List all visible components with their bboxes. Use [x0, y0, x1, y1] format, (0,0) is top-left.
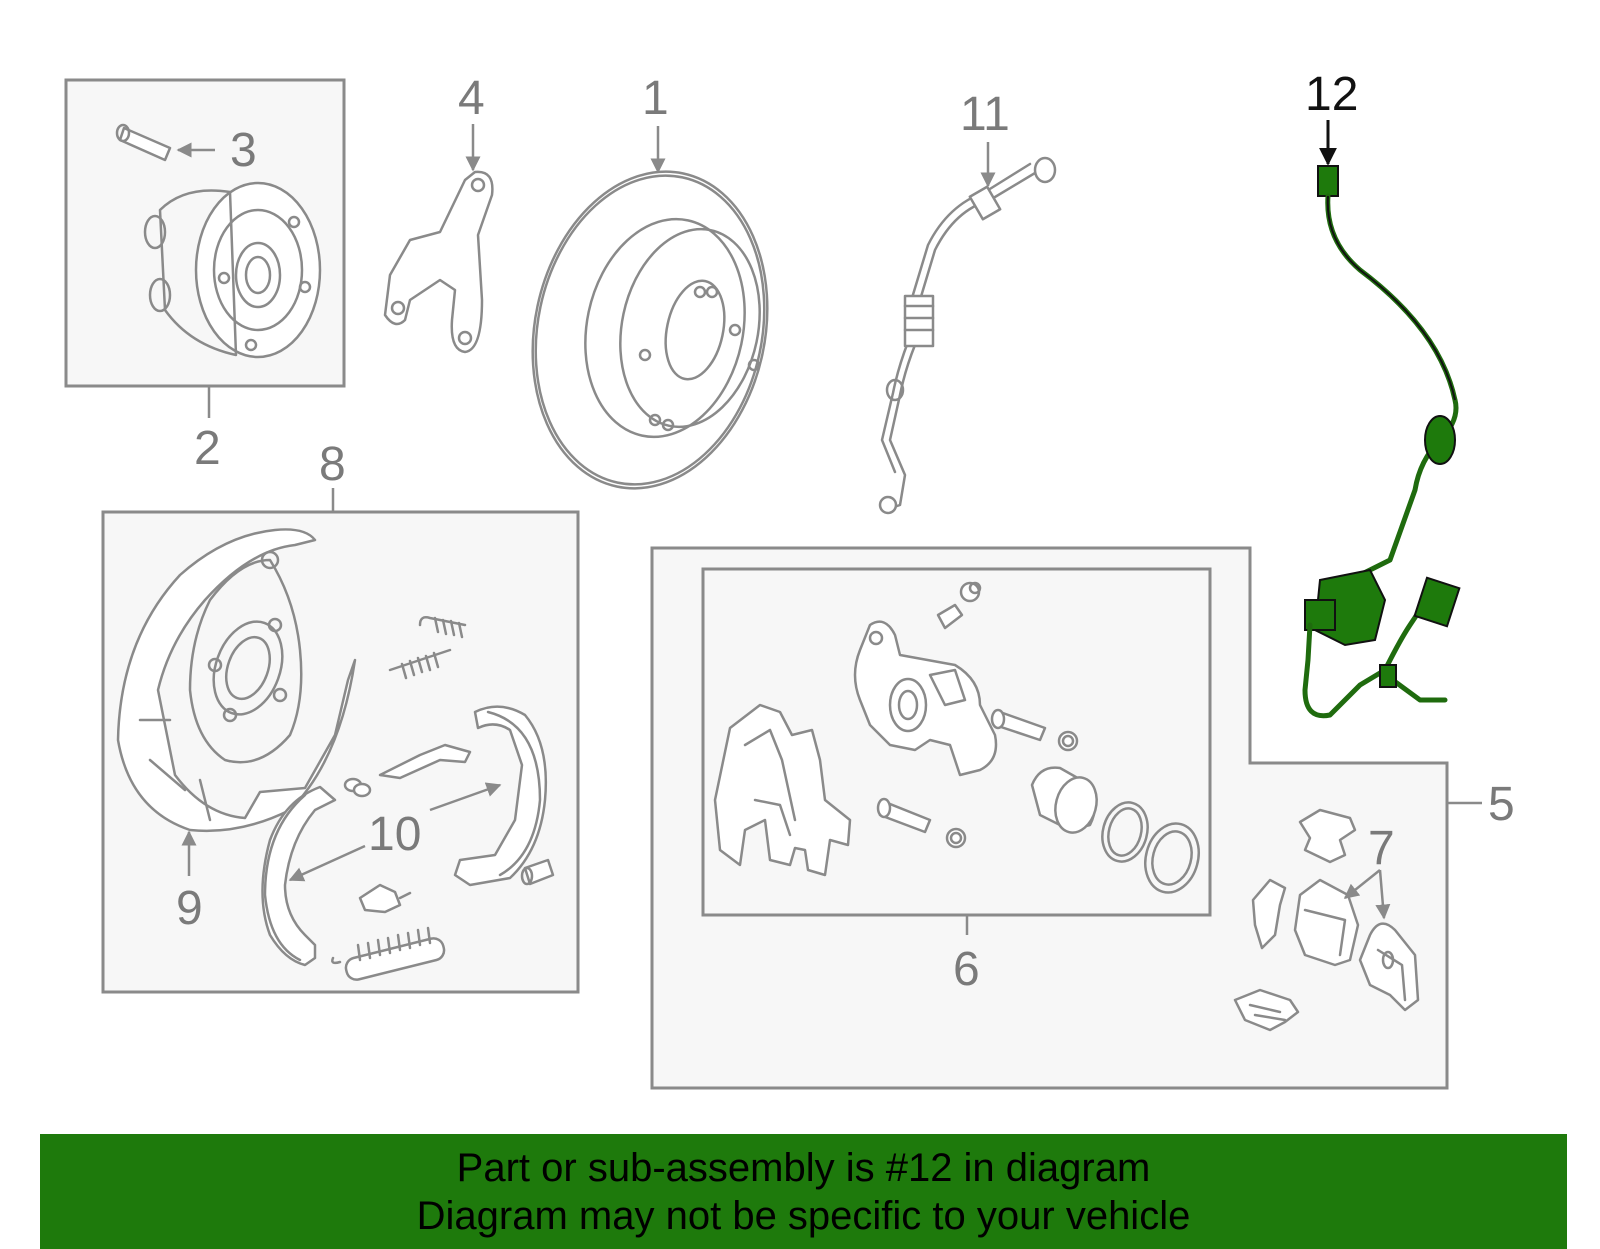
bracket-group: 4 [383, 72, 494, 354]
info-banner: Part or sub-assembly is #12 in diagram D… [40, 1134, 1567, 1249]
callout-11: 11 [960, 88, 1010, 141]
adjuster-lever-part[interactable] [343, 743, 472, 798]
return-spring-part[interactable] [388, 616, 467, 680]
brake-shoe-left-part[interactable] [261, 785, 337, 967]
callout-9: 9 [176, 882, 203, 935]
callout-6: 6 [953, 943, 980, 996]
callout-5: 5 [1488, 778, 1515, 831]
caliper-bracket-part[interactable] [713, 703, 852, 877]
callout-12: 12 [1305, 68, 1358, 121]
piston-seal-part[interactable] [1096, 797, 1154, 866]
lower-spring-part[interactable] [331, 926, 446, 982]
guide-pin-part[interactable] [876, 708, 1047, 834]
piston-part[interactable] [1030, 766, 1103, 838]
wheel-stud-part[interactable] [115, 123, 172, 162]
brake-shoe-right-part[interactable] [453, 705, 548, 887]
dust-boot-part[interactable] [1138, 817, 1206, 898]
parking-brake-group: 8 9 [101, 438, 580, 994]
guide-boot-part[interactable] [945, 730, 1079, 849]
hub-bearing-part[interactable] [143, 181, 322, 359]
pad-clip-lower-part[interactable] [1233, 988, 1300, 1032]
wheel-speed-sensor-part[interactable] [1302, 165, 1461, 719]
backing-plate-part[interactable] [116, 528, 357, 833]
brake-hose-part[interactable] [878, 156, 1057, 515]
hub-assembly-group: 3 2 [64, 78, 346, 475]
wheel-speed-sensor-group: 12 [1302, 68, 1461, 719]
callout-7: 7 [1368, 822, 1395, 875]
brake-pad-inner-part[interactable] [1293, 878, 1360, 967]
brake-hose-group: 11 [878, 88, 1057, 515]
caliper-assembly-group: 5 6 [650, 546, 1515, 1090]
callout-8: 8 [319, 438, 346, 491]
callout-2: 2 [194, 422, 221, 475]
banner-line-1: Part or sub-assembly is #12 in diagram [456, 1146, 1151, 1190]
rotor-group: 1 [504, 72, 796, 511]
brake-bracket-part[interactable] [383, 170, 494, 354]
pad-shim-part[interactable] [1251, 878, 1287, 950]
callout-10: 10 [368, 808, 421, 861]
callout-1: 1 [642, 72, 669, 125]
brake-rotor-part[interactable] [504, 150, 796, 511]
hold-down-pin-part[interactable] [358, 858, 555, 914]
caliper-housing-part[interactable] [853, 620, 998, 777]
callout-3: 3 [230, 124, 257, 177]
bleeder-screw-part[interactable] [936, 581, 982, 630]
brake-pad-outer-part[interactable] [1358, 922, 1420, 1012]
banner-line-2: Diagram may not be specific to your vehi… [416, 1194, 1191, 1238]
callout-4: 4 [458, 72, 485, 125]
pad-clip-upper-part[interactable] [1298, 808, 1357, 864]
